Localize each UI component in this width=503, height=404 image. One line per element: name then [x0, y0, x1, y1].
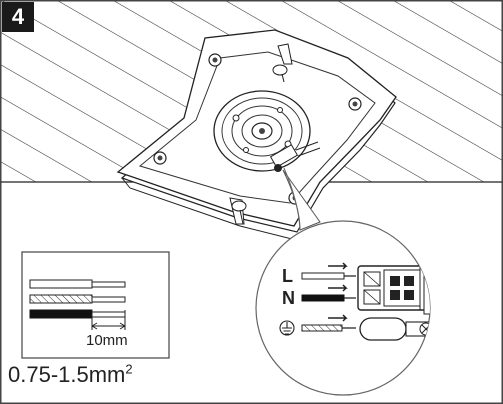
screw-clip-icon — [229, 197, 247, 225]
earth-ground-icon — [279, 320, 295, 336]
plate-mounting-hole — [348, 97, 362, 111]
plate-mounting-hole — [208, 53, 222, 67]
mounting-plate — [116, 29, 397, 241]
plate-mounting-hole — [153, 151, 167, 165]
wire-strip-detail: 10mm — [21, 251, 170, 359]
wire-gauge-exponent: 2 — [125, 361, 133, 377]
strip-length-label: 10mm — [86, 332, 128, 349]
terminal-block — [269, 141, 321, 172]
central-hub — [213, 90, 311, 172]
live-label: L — [282, 266, 293, 286]
neutral-wire: N — [282, 284, 356, 308]
earth-wire — [279, 314, 356, 336]
neutral-label: N — [282, 288, 295, 308]
push-wire-connector — [357, 261, 430, 315]
wire-gauge-range: 0.75-1.5mm — [8, 362, 126, 387]
step-number-badge: 4 — [2, 2, 34, 32]
live-wire: L — [282, 262, 356, 286]
wire-gauge-label: 0.75-1.5mm2 — [8, 362, 133, 388]
screw-clip-icon — [272, 43, 293, 83]
